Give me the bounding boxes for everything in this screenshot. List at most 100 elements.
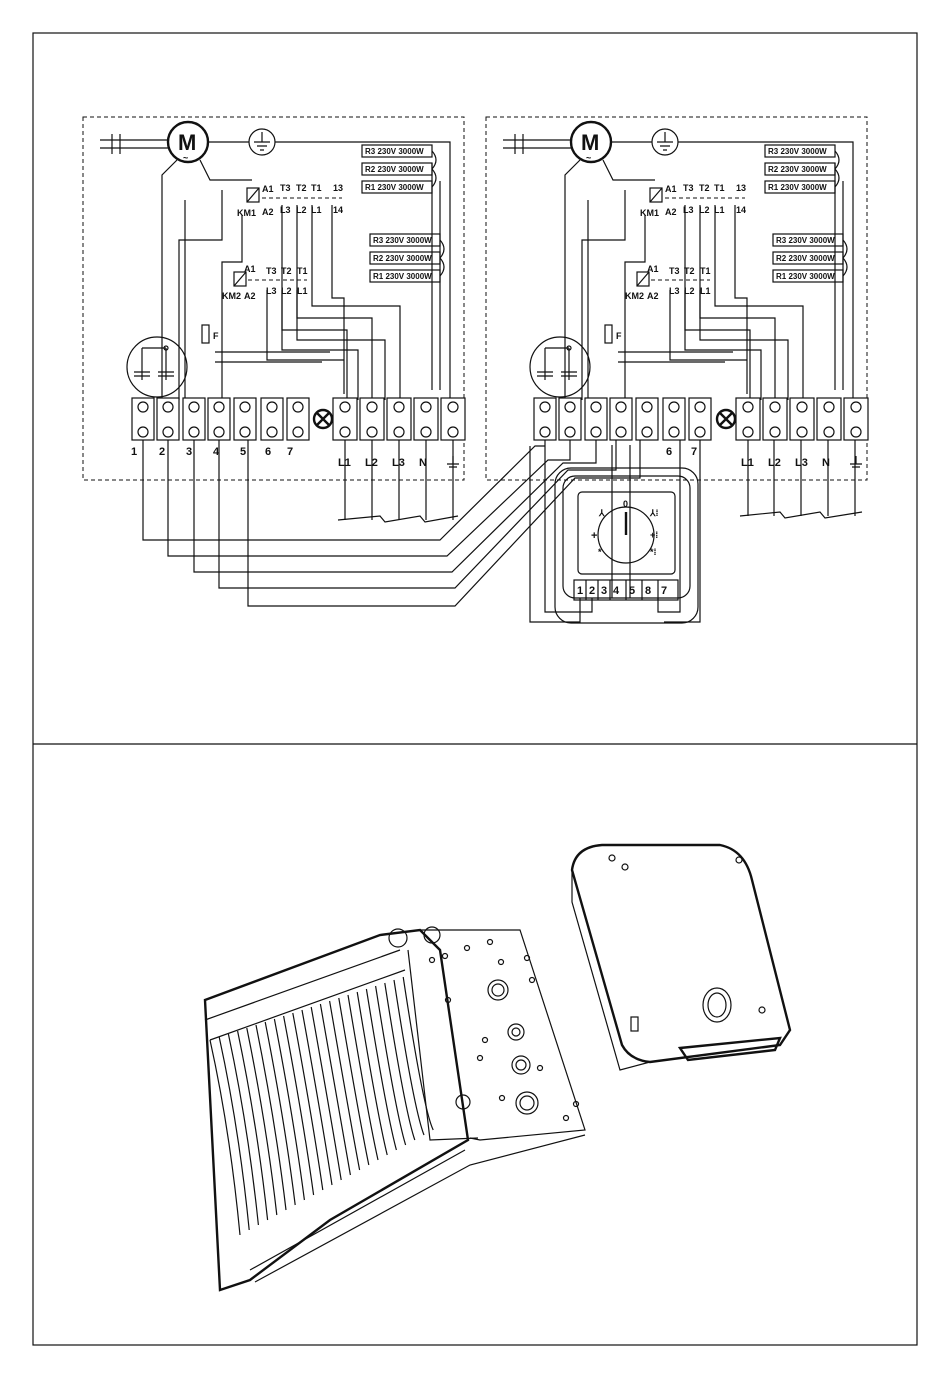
earth-wire (611, 141, 854, 400)
terminal-label: 5 (240, 446, 246, 458)
terminal-block (688, 397, 712, 441)
heater-body (203, 928, 470, 1292)
terminal-screw (292, 426, 304, 438)
internal-wire (331, 205, 345, 394)
end-plate-screw (528, 976, 536, 984)
km1-contact-bottom-label: L1 (311, 205, 322, 215)
power-terminal-screw (366, 426, 378, 438)
terminal-screw (137, 401, 149, 413)
terminal-block (533, 397, 557, 441)
power-terminal-block (789, 397, 815, 441)
indicator-lamp (715, 408, 737, 430)
cover-side-wall (571, 870, 651, 1071)
terminal-screw (694, 426, 706, 438)
terminal-block (131, 397, 155, 441)
heater-element-label: R1 230V 3000W (365, 183, 424, 192)
internal-wire (581, 190, 626, 400)
terminal-block (233, 397, 257, 441)
grille-slot (393, 979, 425, 1136)
power-terminal-screw (447, 426, 459, 438)
grille-slot (237, 1030, 269, 1221)
heater-star-bridge (439, 239, 445, 277)
cable-terminal-1 (142, 440, 545, 541)
power-terminal-screw (823, 426, 835, 438)
km2-a1-label: A1 (647, 264, 659, 274)
end-plate-hole-inner (515, 1059, 527, 1071)
terminal-block (635, 397, 659, 441)
power-terminal-screw (796, 426, 808, 438)
cover-screw-hole-4 (758, 1006, 766, 1014)
km2-contact-bottom-label: L3 (266, 286, 277, 296)
internal-wire (684, 290, 762, 400)
earth-icon (254, 132, 270, 151)
terminal-screw (137, 426, 149, 438)
cable-ctrl-1 (529, 446, 581, 623)
controller-faceplate (577, 491, 676, 575)
km1-contact-top-label: 13 (333, 183, 343, 193)
heater-element-label: R2 230V 3000W (365, 165, 424, 174)
terminal-screw (162, 401, 174, 413)
power-terminal-block (762, 397, 788, 441)
terminal-screw (539, 401, 551, 413)
km2-contact-top-label: T3 (266, 266, 277, 276)
terminal-label: 7 (287, 446, 293, 458)
terminal-screw (590, 426, 602, 438)
heater-top-edges (204, 949, 406, 1041)
power-terminal-block (386, 397, 412, 441)
end-plate-screw (523, 954, 531, 962)
grille-slot (227, 1033, 259, 1226)
ctrl-terminal-label: 4 (613, 585, 620, 597)
thermostat-node (566, 345, 572, 351)
grille-slot (329, 1000, 361, 1171)
km2-contact-top-label: T3 (669, 266, 680, 276)
km1-a2-label: A2 (665, 207, 677, 217)
earth-terminal-icon (850, 456, 862, 468)
terminal-screw (162, 426, 174, 438)
internal-wire (699, 290, 789, 400)
ctrl-terminal-label: 3 (601, 585, 607, 597)
cable-terminal-4 (218, 440, 617, 589)
terminal-label: 2 (159, 446, 165, 458)
motor-wires (161, 159, 252, 400)
km2-a1-label: A1 (244, 264, 256, 274)
power-terminal-screw (742, 401, 754, 413)
controller-outer-housing (554, 467, 699, 624)
grille-slot (365, 988, 397, 1151)
thermostat-contacts (537, 347, 577, 380)
ctrl-terminal-label: 7 (661, 585, 667, 597)
end-plate-screw (463, 944, 471, 952)
end-plate-hole (507, 1023, 525, 1041)
power-terminal-screw (850, 426, 862, 438)
right-supply-cut (739, 511, 863, 519)
grille-slot (402, 976, 434, 1131)
terminal-label: 7 (691, 446, 697, 458)
earth-screw (455, 1094, 471, 1110)
dial-plus-mark: + (591, 530, 597, 542)
internal-wire (624, 215, 646, 400)
internal-wire (734, 205, 748, 394)
power-terminal-block (440, 397, 466, 441)
terminal-screw (641, 426, 653, 438)
end-plate-hole (487, 979, 509, 1001)
terminal-screw (266, 401, 278, 413)
power-terminal-screw (823, 401, 835, 413)
grille-slot (356, 991, 388, 1156)
power-terminal-block (359, 397, 385, 441)
internal-wire (296, 290, 386, 400)
indicator-lamp-cross (316, 412, 330, 426)
cover-indicator-window (630, 1016, 639, 1032)
terminal-screw (213, 401, 225, 413)
ctrl-terminal-label: 1 (577, 585, 583, 597)
end-plate-screw (562, 1114, 570, 1122)
dial-off-mark: 0 (623, 499, 628, 509)
cover-screw-hole-3 (621, 863, 629, 871)
heater-element-label: R2 230V 3000W (768, 165, 827, 174)
internal-wire (281, 290, 359, 400)
cable-terminal-5 (247, 440, 641, 607)
thermostat-circle (126, 336, 188, 398)
grille-slot (292, 1012, 324, 1191)
power-terminal-screw (769, 401, 781, 413)
